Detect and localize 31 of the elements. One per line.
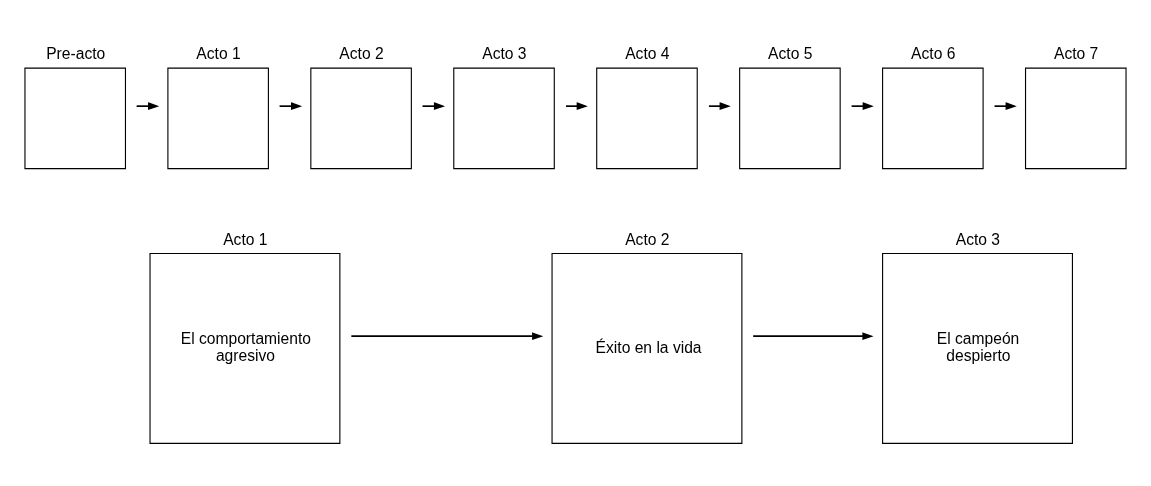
- node-label: Acto 3: [482, 44, 527, 62]
- arrow: [565, 101, 588, 110]
- node-box: [24, 67, 127, 169]
- node-box: El campeón despierto: [882, 252, 1073, 444]
- node-box: [596, 67, 698, 169]
- node-box: Éxito en la vida: [551, 252, 743, 444]
- arrow: [850, 101, 874, 110]
- node-label: Acto 1: [223, 230, 268, 248]
- node-label: Pre-acto: [46, 44, 106, 62]
- node-box: [1024, 67, 1127, 169]
- arrow: [993, 101, 1017, 110]
- node-label: Acto 6: [911, 44, 956, 62]
- arrow: [278, 101, 303, 110]
- arrow: [421, 101, 446, 110]
- node-box: [882, 67, 984, 169]
- node-label: Acto 7: [1054, 44, 1099, 62]
- arrow: [752, 331, 874, 340]
- arrow: [350, 331, 544, 340]
- node-box: El comportamiento agresivo: [149, 252, 341, 444]
- node-label: Acto 5: [768, 44, 813, 62]
- node-label: Acto 3: [955, 230, 1001, 248]
- node-box: [310, 67, 412, 169]
- node-label: Acto 2: [625, 230, 670, 248]
- node-box: [167, 67, 269, 169]
- arrow: [135, 101, 160, 110]
- node-label: Acto 4: [625, 44, 670, 62]
- node-box: [739, 67, 841, 169]
- node-label: Acto 2: [339, 44, 384, 62]
- arrow: [708, 101, 731, 110]
- node-label: Acto 1: [196, 44, 241, 62]
- node-box: [453, 67, 555, 169]
